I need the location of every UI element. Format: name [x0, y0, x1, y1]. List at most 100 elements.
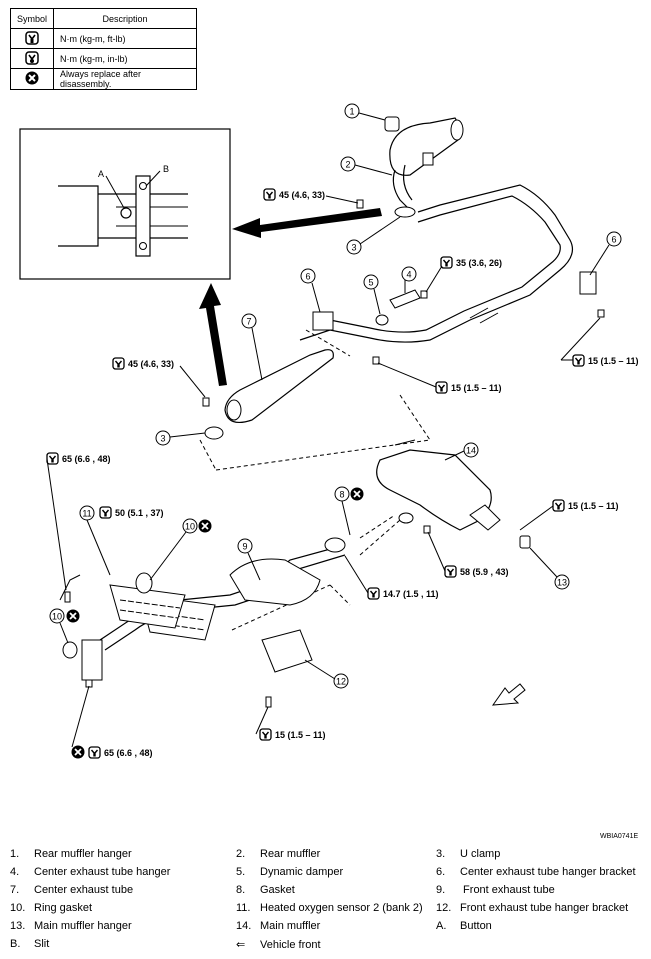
legend-value: Main muffler: [260, 920, 321, 932]
replace-x-icon: [9, 68, 55, 90]
callout-9: 9: [242, 542, 247, 552]
legend-key: 3.: [436, 848, 446, 860]
legend-value: Ring gasket: [34, 902, 93, 914]
legend-value: Rear muffler hanger: [34, 848, 132, 860]
detail-arrow-up: [199, 283, 227, 386]
callout-6b: 6: [611, 235, 616, 245]
ring-gasket-left: [62, 641, 78, 659]
legend-item: B. Slit: [10, 938, 49, 950]
legend-key: 1.: [10, 848, 20, 860]
torque-11: 15 (1.5 – 11): [275, 730, 326, 740]
callout-11: 11: [82, 509, 91, 519]
legend-row: 4. Center exhaust tube hanger 5. Dynamic da…: [10, 866, 650, 884]
detail-label-b: B: [163, 164, 169, 174]
legend-key: 5.: [236, 866, 246, 878]
legend-key: 12.: [436, 902, 452, 914]
figure-code: WBIA0741E: [600, 833, 639, 840]
legend-item: 8.Gasket: [236, 884, 295, 896]
callout-14: 14: [466, 446, 476, 456]
legend-value: Center exhaust tube hanger bracket: [460, 866, 636, 878]
legend-key: 4.: [10, 866, 20, 878]
legend-item: 10.Ring gasket: [10, 902, 92, 914]
legend-item: A.Button: [436, 920, 492, 932]
torque-wrench-icon: [9, 28, 55, 49]
legend-value: Center exhaust tube hanger: [34, 866, 171, 878]
legend-key: B.: [10, 938, 21, 950]
legend-value: Button: [460, 920, 492, 932]
main-muffler-hanger: [519, 535, 531, 549]
legend-key: 9.: [436, 884, 446, 896]
detail-view-box: [19, 128, 231, 280]
torque-8: 15 (1.5 – 11): [568, 501, 619, 511]
legend-item: 6. Center exhaust tube hanger bracket: [436, 866, 636, 878]
torque-9: 58 (5.9 , 43): [460, 567, 509, 577]
legend-value: Slit: [34, 938, 50, 950]
legend-item: 4. Center exhaust tube hanger: [10, 866, 170, 878]
front-tube-hanger-bracket: [261, 629, 313, 673]
symbol-desc-3: Always replace after disassembly.: [53, 68, 198, 90]
legend-value: Main muffler hanger: [34, 920, 132, 932]
legend-key: 11.: [236, 902, 251, 914]
torque-7: 50 (5.1 , 37): [115, 508, 164, 518]
legend-value: Heated oxygen sensor 2 (bank 2): [260, 902, 423, 914]
torque-5: 15 (1.5 – 11): [451, 383, 502, 393]
torque-4: 45 (4.6, 33): [128, 359, 174, 369]
rear-muffler: [389, 117, 464, 211]
u-clamp-lower: [204, 426, 224, 440]
u-clamp-upper: [394, 206, 416, 218]
callout-4: 4: [406, 270, 411, 280]
replace-icon-65b: [70, 744, 86, 760]
center-exhaust-tube-hanger: [389, 289, 421, 309]
right-hanger-bracket: [579, 271, 597, 295]
vehicle-front-arrow: [491, 683, 526, 706]
torque-10: 14.7 (1.5 , 11): [383, 589, 439, 599]
torque-3: 15 (1.5 – 11): [588, 356, 639, 366]
legend-item: 5. Dynamic damper: [236, 866, 343, 878]
replace-icon-8: [349, 486, 365, 502]
detail-label-a: A: [98, 169, 104, 179]
gasket-8: [398, 512, 414, 524]
legend-value: Vehicle front: [260, 939, 321, 951]
symbol-table: Symbol Description N·m (kg-m, ft-lb) N·m…: [9, 8, 198, 90]
callout-2: 2: [345, 160, 350, 170]
legend-key: 13.: [10, 920, 26, 932]
torque-specs: 45 (4.6, 33) 35 (3.6, 26) 15 (1.5 – 11) …: [46, 188, 639, 759]
rear-muffler-hanger: [384, 116, 400, 132]
legend-item: 9. Front exhaust tube: [436, 884, 555, 896]
legend-value: Gasket: [260, 884, 295, 896]
legend-key: 2.: [236, 848, 246, 860]
legend-value: Front exhaust tube: [460, 884, 555, 896]
callout-5: 5: [368, 278, 373, 288]
dynamic-damper: [375, 314, 389, 326]
legend-row: 10.Ring gasket 11. Heated oxygen sensor 2 …: [10, 902, 650, 920]
legend-key: 6.: [436, 866, 446, 878]
legend-value: Center exhaust tube: [34, 884, 134, 896]
exhaust-exploded-diagram: A B: [19, 103, 639, 760]
callout-3a: 3: [351, 243, 356, 253]
legend-value: Front exhaust tube hanger bracket: [460, 902, 629, 914]
legend-key: 14.: [236, 920, 252, 932]
front-exhaust-tube: [59, 537, 346, 681]
legend-row: 7. Center exhaust tube 8.Gasket 9. Front ex…: [10, 884, 650, 902]
center-exhaust-tube: [224, 184, 573, 423]
legend-value: Rear muffler: [260, 848, 321, 860]
legend-item: 1. Rear muffler hanger: [10, 848, 132, 860]
center-hanger-bracket: [312, 311, 334, 331]
callout-10a: 10: [185, 522, 195, 532]
torque-2: 35 (3.6, 26): [456, 258, 502, 268]
callout-10b: 10: [52, 612, 62, 622]
torque-6: 65 (6.6 , 48): [62, 454, 111, 464]
torque-12: 65 (6.6 , 48): [104, 748, 153, 758]
detail-arrow-left: [232, 208, 382, 238]
ring-gasket-right: [135, 572, 153, 594]
torque-1: 45 (4.6, 33): [279, 190, 325, 200]
replace-icon-10a: [197, 518, 213, 534]
legend-item: 2. Rear muffler: [236, 848, 320, 860]
legend-value: Dynamic damper: [260, 866, 344, 878]
legend-key: 7.: [10, 884, 20, 896]
callout-3b: 3: [160, 434, 165, 444]
callout-12: 12: [336, 677, 346, 687]
legend-row: B.Slit⇐Vehicle front: [10, 938, 650, 956]
